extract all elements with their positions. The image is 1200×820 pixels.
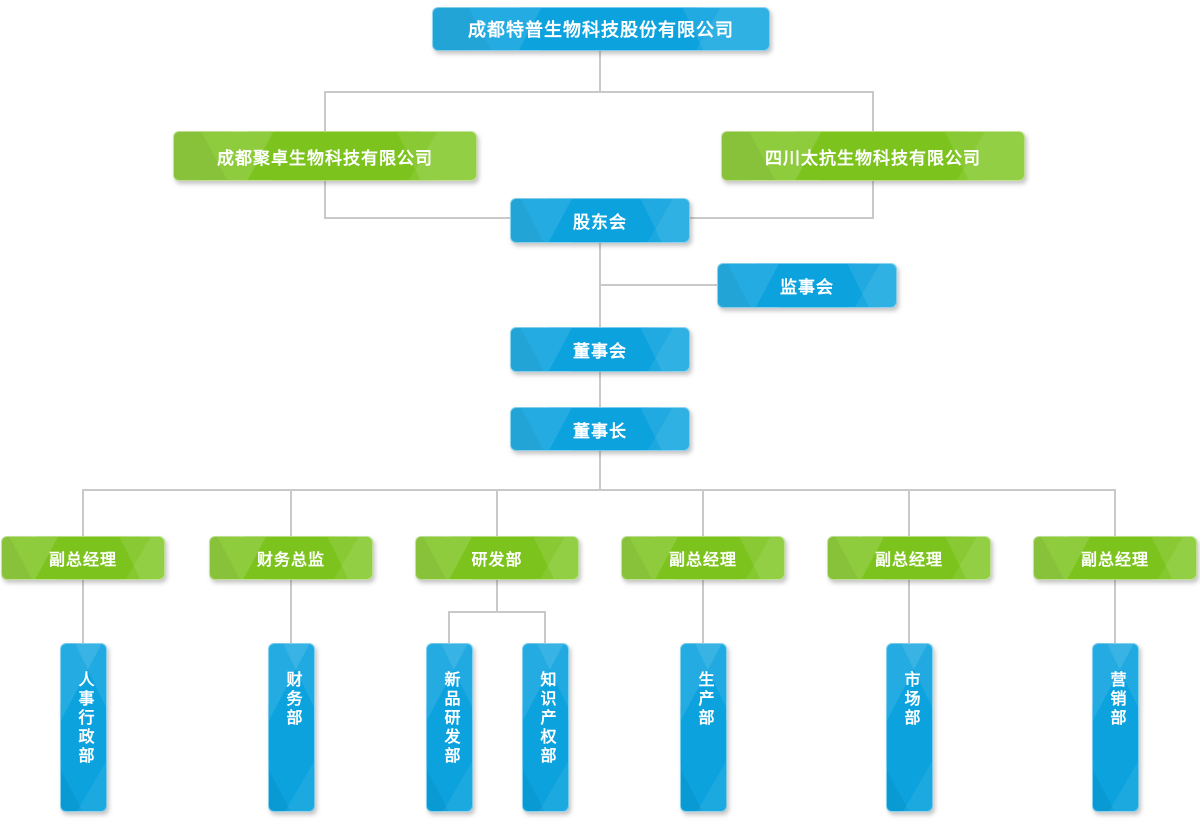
node-supervisory-board: 监事会: [717, 263, 897, 308]
dept-label: 市场部: [901, 671, 919, 728]
node-manager-finance-director: 财务总监: [209, 536, 373, 580]
connector-drop-manager-0: [82, 489, 84, 536]
connector-manager5-dept: [1114, 580, 1116, 643]
dept-label: 知识产权部: [537, 671, 555, 766]
node-shareholders-meeting: 股东会: [510, 198, 690, 243]
dept-label: 营销部: [1107, 671, 1125, 728]
connector-manager1-dept: [290, 580, 292, 643]
connector-drop-manager-3: [702, 489, 704, 536]
connector-rnd-right-child: [544, 611, 546, 643]
node-root-company: 成都特普生物科技股份有限公司: [432, 7, 770, 51]
node-subsidiary-left: 成都聚卓生物科技有限公司: [173, 131, 477, 181]
node-dept-finance: 财务部: [268, 643, 315, 812]
connector-manager0-dept: [82, 580, 84, 643]
node-subsidiary-right: 四川太抗生物科技有限公司: [721, 131, 1025, 181]
connector-root-down: [599, 51, 601, 93]
connector-rnd-left-child: [448, 611, 450, 643]
node-manager-deputy-gm-2: 副总经理: [621, 536, 785, 580]
node-dept-sales: 营销部: [1092, 643, 1139, 812]
dept-label: 新品研发部: [441, 671, 459, 766]
connector-board-chairman: [599, 372, 601, 407]
node-chairman: 董事长: [510, 407, 690, 451]
node-dept-new-product-rnd: 新品研发部: [426, 643, 473, 812]
connector-chairman-down: [599, 451, 601, 490]
dept-label: 人事行政部: [75, 671, 93, 766]
dept-label: 生产部: [695, 671, 713, 728]
node-board-of-directors: 董事会: [510, 327, 690, 372]
connector-manager4-dept: [908, 580, 910, 643]
connector-supervisory-branch: [600, 284, 717, 286]
connector-drop-manager-2: [496, 489, 498, 536]
node-dept-production: 生产部: [680, 643, 727, 812]
connector-subsidiaries-top: [324, 91, 874, 93]
connector-drop-manager-1: [290, 489, 292, 536]
node-manager-deputy-gm-3: 副总经理: [827, 536, 991, 580]
connector-drop-manager-4: [908, 489, 910, 536]
node-manager-deputy-gm-4: 副总经理: [1033, 536, 1197, 580]
node-dept-hr-admin: 人事行政部: [60, 643, 107, 812]
connector-manager3-dept: [702, 580, 704, 643]
dept-label: 财务部: [283, 671, 301, 728]
connector-drop-manager-5: [1114, 489, 1116, 536]
node-manager-deputy-gm-1: 副总经理: [1, 536, 165, 580]
connector-rnd-split: [448, 611, 546, 613]
connector-rnd-down: [496, 580, 498, 612]
node-dept-intellectual-property: 知识产权部: [522, 643, 569, 812]
node-dept-market: 市场部: [886, 643, 933, 812]
connector-managers-top: [82, 489, 1116, 491]
node-manager-rnd-dept: 研发部: [415, 536, 579, 580]
